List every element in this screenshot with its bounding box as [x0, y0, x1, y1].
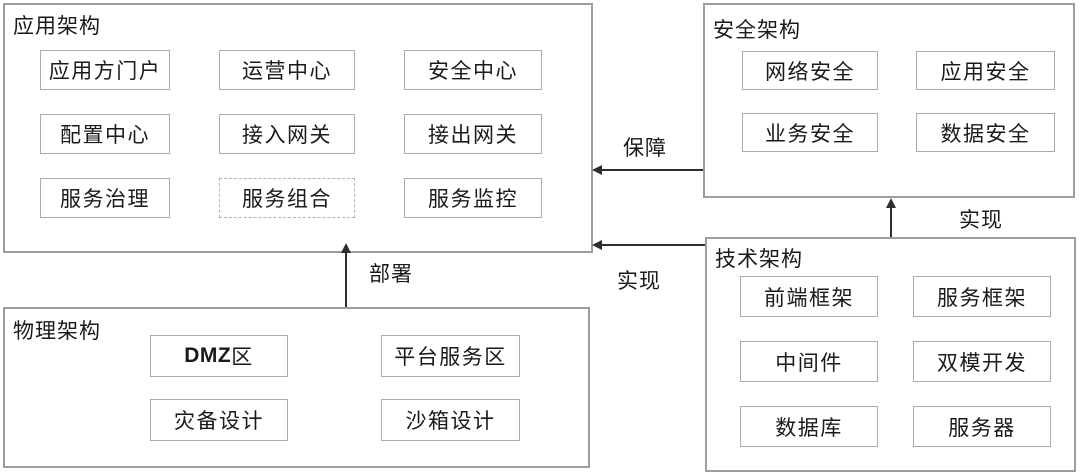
node-label: 数据库: [775, 416, 843, 440]
node-label: 数据安全: [940, 122, 1031, 146]
node-outbound-gateway: 接出网关: [404, 114, 542, 154]
node-label: 应用安全: [940, 60, 1031, 84]
node-label: 服务组合: [242, 188, 332, 211]
arrow-line: [600, 244, 705, 246]
arrow-line: [600, 169, 703, 171]
node-operation-center: 运营中心: [219, 50, 355, 90]
panel-technology: 技术架构 前端框架 服务框架 中间件 双模开发 数据库 服务器: [705, 237, 1076, 472]
node-sandbox-design: 沙箱设计: [381, 399, 520, 441]
arrow-line: [890, 206, 892, 237]
node-application-security: 应用安全: [916, 51, 1055, 90]
node-label: 配置中心: [60, 124, 150, 147]
node-config-center: 配置中心: [40, 114, 170, 154]
panel-technology-title: 技术架构: [715, 248, 803, 271]
node-label-latin: DMZ: [184, 344, 232, 367]
node-label: 安全中心: [428, 60, 518, 83]
node-service-monitoring: 服务监控: [404, 178, 542, 218]
arrowhead-left-icon: [592, 240, 602, 250]
node-label: 运营中心: [242, 60, 332, 83]
panel-physical-title: 物理架构: [13, 320, 101, 343]
node-label: 服务器: [948, 416, 1016, 440]
node-label: 服务框架: [937, 286, 1027, 310]
node-server: 服务器: [913, 406, 1051, 447]
technology-node-grid: 前端框架 服务框架 中间件 双模开发 数据库 服务器: [740, 276, 1051, 447]
arrow-line: [345, 252, 347, 307]
node-label: 网络安全: [765, 60, 855, 84]
node-label: 业务安全: [765, 122, 855, 146]
node-inbound-gateway: 接入网关: [219, 114, 355, 154]
panel-application-title: 应用架构: [13, 15, 101, 38]
node-label: 灾备设计: [174, 410, 264, 433]
node-platform-service-zone: 平台服务区: [381, 335, 520, 377]
node-security-center: 安全中心: [404, 50, 542, 90]
node-label: 沙箱设计: [405, 410, 496, 433]
node-bimodal-development: 双模开发: [913, 341, 1051, 382]
panel-application: 应用架构 应用方门户 运营中心 安全中心 配置中心 接入网关 接出网关 服务治理…: [3, 3, 593, 253]
node-service-composition: 服务组合: [219, 178, 355, 218]
node-label: 服务监控: [428, 188, 518, 211]
node-application-portal: 应用方门户: [40, 50, 170, 90]
arrowhead-left-icon: [592, 165, 602, 175]
security-node-grid: 网络安全 应用安全 业务安全 数据安全: [742, 51, 1055, 152]
arrowhead-up-icon: [886, 198, 896, 208]
node-label: 服务治理: [60, 188, 150, 211]
node-business-security: 业务安全: [742, 113, 878, 152]
node-disaster-recovery-design: 灾备设计: [150, 399, 288, 441]
arrowhead-up-icon: [341, 243, 351, 253]
arrow-realize-application-label: 实现: [617, 270, 661, 293]
node-label: 中间件: [775, 351, 843, 375]
node-label: 应用方门户: [48, 60, 162, 83]
node-network-security: 网络安全: [742, 51, 878, 90]
node-database: 数据库: [740, 406, 878, 447]
node-label: 接出网关: [428, 124, 518, 147]
node-service-governance: 服务治理: [40, 178, 170, 218]
node-label: 前端框架: [764, 286, 854, 310]
arrow-realize-security-label: 实现: [959, 209, 1003, 232]
node-label: 双模开发: [937, 351, 1027, 375]
node-label: 区: [231, 346, 254, 369]
node-middleware: 中间件: [740, 341, 878, 382]
arrow-deploy-label: 部署: [369, 263, 413, 286]
node-frontend-framework: 前端框架: [740, 276, 878, 317]
node-label: 接入网关: [242, 124, 332, 147]
arrow-guarantee-label: 保障: [623, 137, 667, 160]
node-data-security: 数据安全: [916, 113, 1055, 152]
panel-security: 安全架构 网络安全 应用安全 业务安全 数据安全: [703, 3, 1075, 198]
node-service-framework: 服务框架: [913, 276, 1051, 317]
node-label: 平台服务区: [394, 346, 507, 369]
application-node-grid: 应用方门户 运营中心 安全中心 配置中心 接入网关 接出网关 服务治理 服务组合…: [40, 50, 542, 218]
panel-security-title: 安全架构: [713, 19, 801, 42]
